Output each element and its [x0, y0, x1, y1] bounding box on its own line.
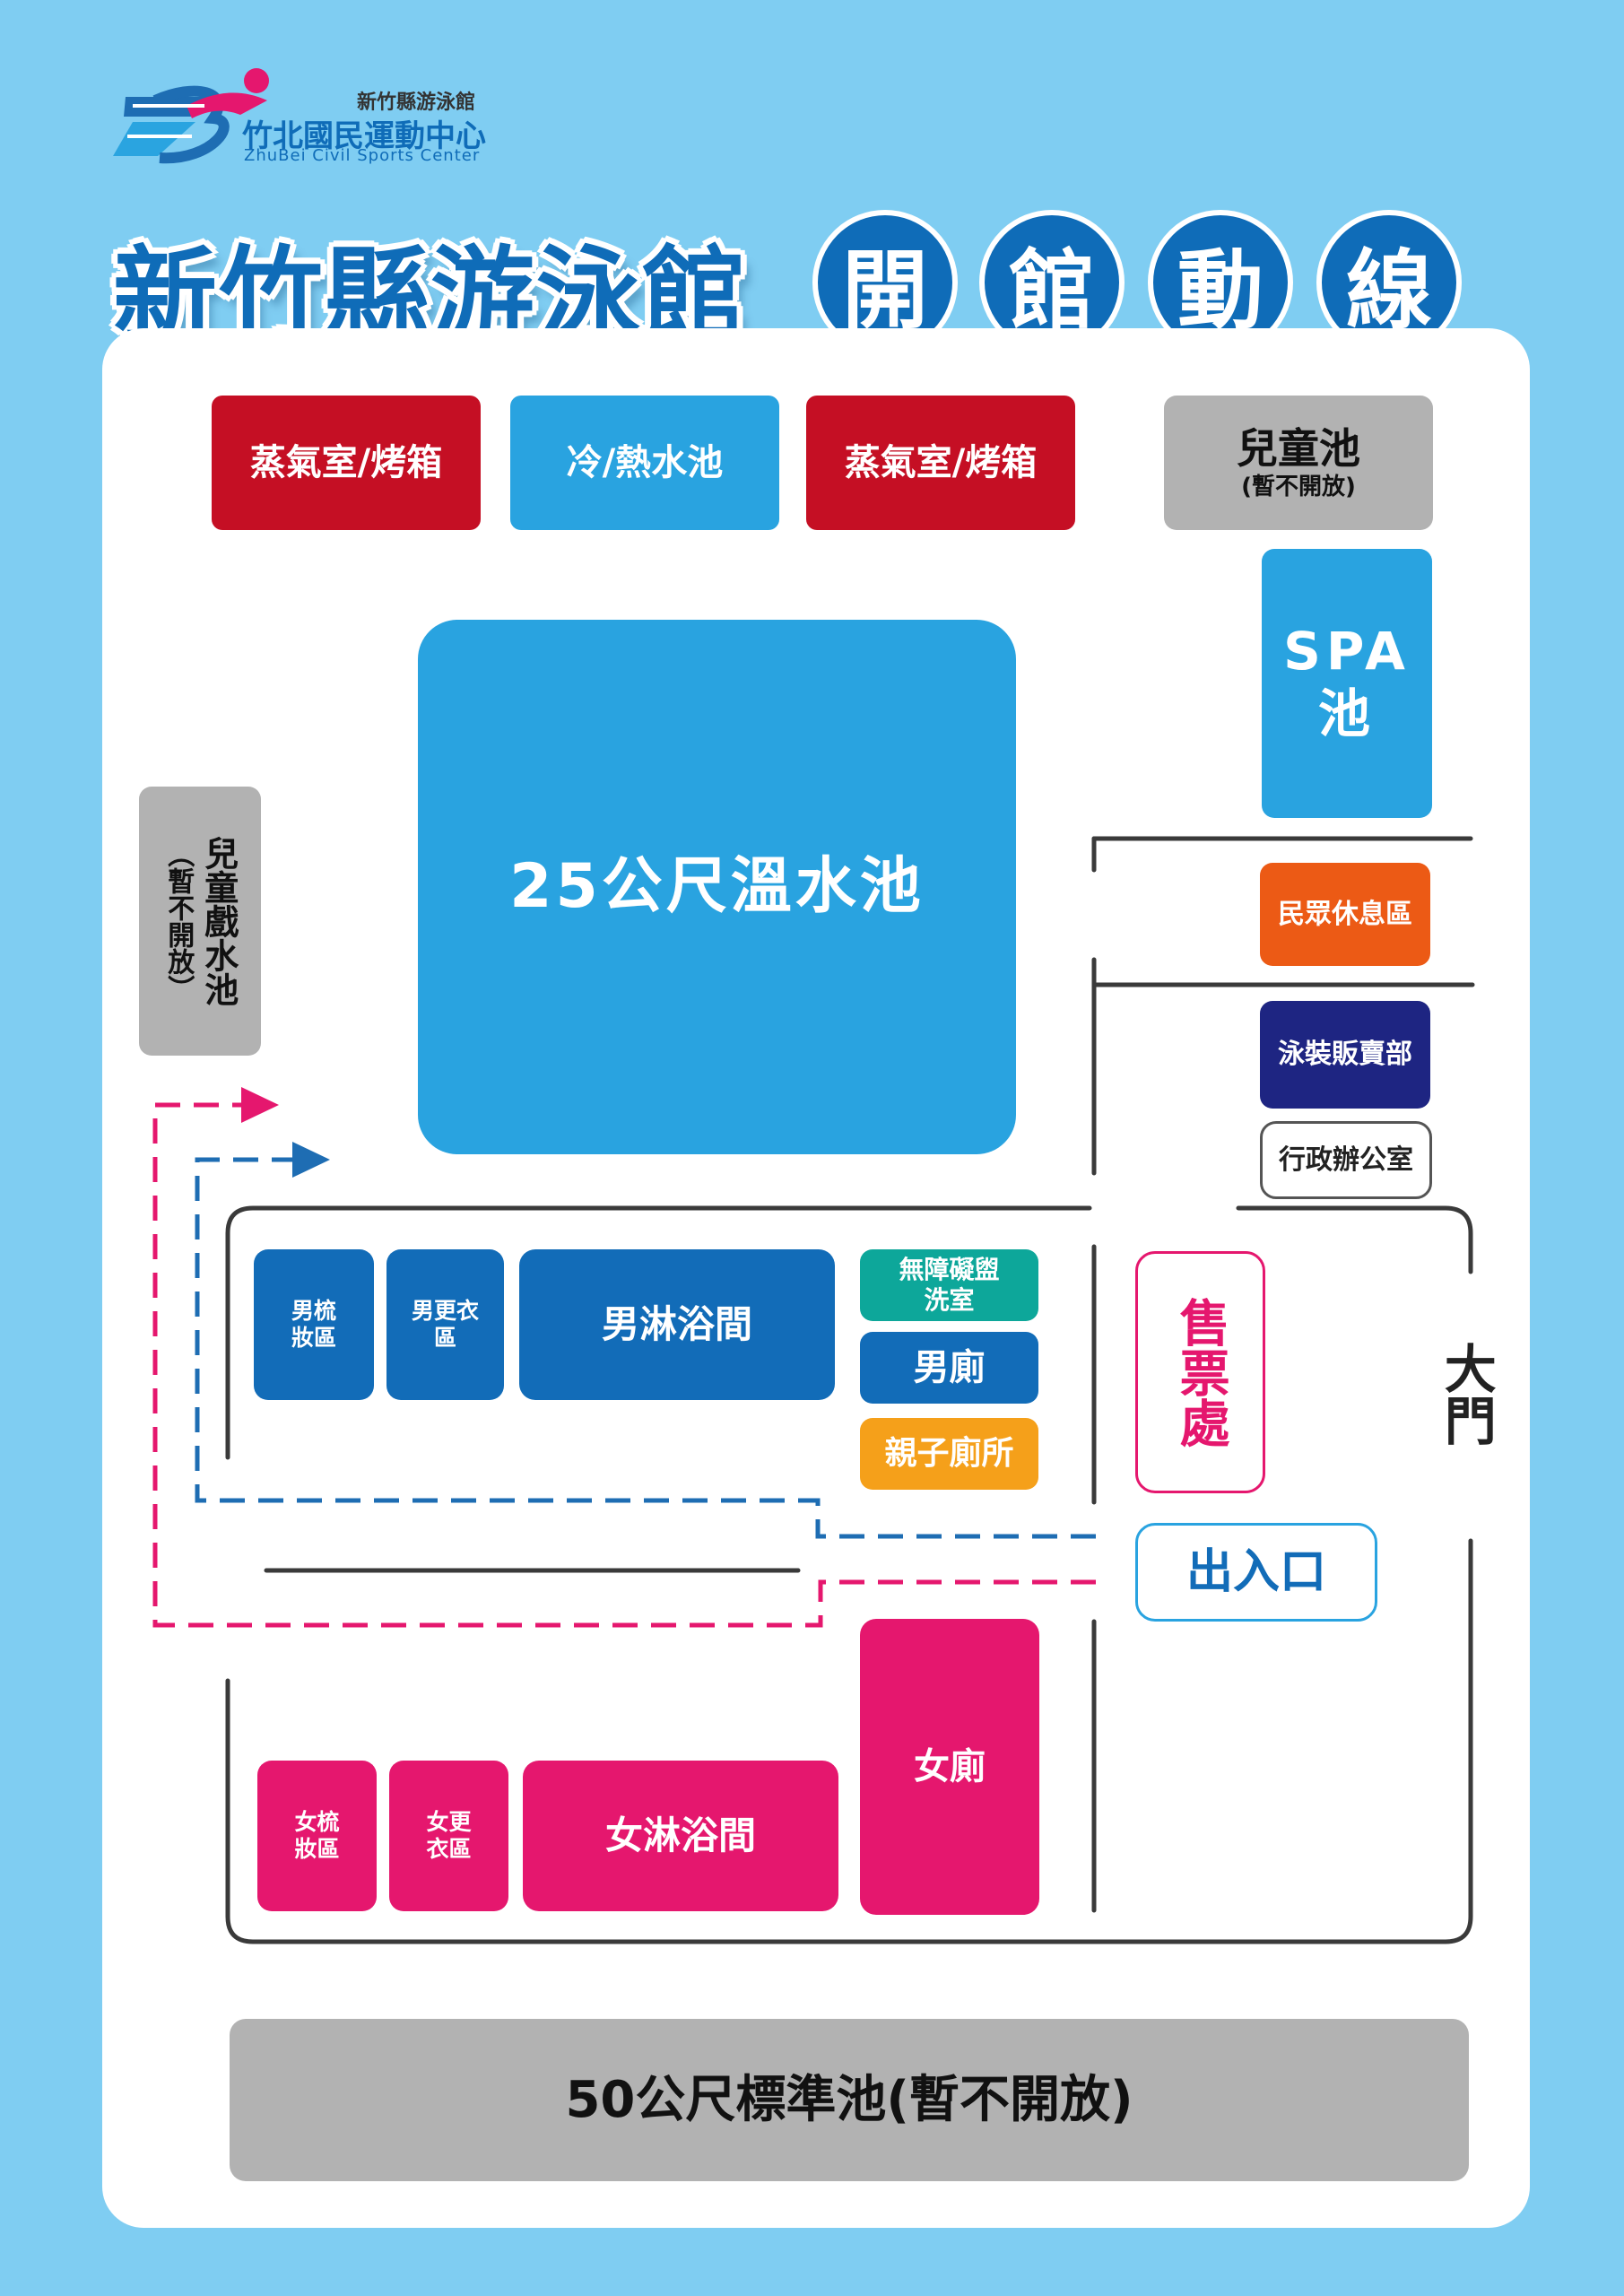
- steam-room-right: 蒸氣室/烤箱: [806, 396, 1075, 530]
- male-dressing-area: 男梳妝區: [254, 1249, 374, 1400]
- kids-play-pool-note: （暫不開放）: [162, 840, 195, 1002]
- kids-play-pool: 兒童戲水池 （暫不開放）: [139, 787, 261, 1056]
- admin-office: 行政辦公室: [1260, 1121, 1432, 1199]
- male-toilet: 男廁: [860, 1332, 1038, 1404]
- female-changing-area: 女更衣區: [389, 1761, 508, 1911]
- female-path-arrow-icon: [241, 1087, 279, 1123]
- cold-hot-pool: 冷/熱水池: [510, 396, 779, 530]
- rest-area: 民眾休息區: [1260, 863, 1430, 966]
- kids-pool-label: 兒童池: [1237, 423, 1360, 473]
- steam-room-left: 蒸氣室/烤箱: [212, 396, 481, 530]
- entrance[interactable]: 出入口: [1135, 1523, 1377, 1622]
- male-changing-area: 男更衣區: [386, 1249, 504, 1400]
- female-toilet: 女廁: [860, 1619, 1039, 1915]
- ticket-office-label: 售票處: [1171, 1297, 1230, 1448]
- female-dressing-area: 女梳妝區: [257, 1761, 377, 1911]
- warm-pool-25m: 25公尺溫水池: [418, 620, 1016, 1154]
- male-path-arrow-icon: [292, 1142, 330, 1178]
- main-gate-label: 大門: [1435, 1342, 1497, 1446]
- kids-play-pool-label: 兒童戲水池: [198, 836, 239, 1006]
- sports-center-logo-icon: [113, 68, 269, 164]
- swimwear-shop: 泳裝販賣部: [1260, 1001, 1430, 1109]
- accessible-washroom: 無障礙盥洗室: [860, 1249, 1038, 1321]
- ticket-office[interactable]: 售票處: [1135, 1251, 1265, 1493]
- kids-pool-note: (暫不開放): [1241, 474, 1356, 500]
- logo-venue-name: 新竹縣游泳館: [357, 91, 476, 114]
- male-shower-room: 男淋浴間: [519, 1249, 835, 1400]
- olympic-pool-50m: 50公尺標準池(暫不開放): [230, 2019, 1469, 2181]
- logo-center-name-en: ZhuBei Civil Sports Center: [244, 146, 481, 165]
- family-toilet: 親子廁所: [860, 1418, 1038, 1490]
- spa-pool: SPA池: [1262, 549, 1432, 818]
- female-shower-room: 女淋浴間: [523, 1761, 838, 1911]
- logo-center-name: 竹北國民運動中心: [242, 118, 486, 154]
- kids-pool: 兒童池 (暫不開放): [1164, 396, 1433, 530]
